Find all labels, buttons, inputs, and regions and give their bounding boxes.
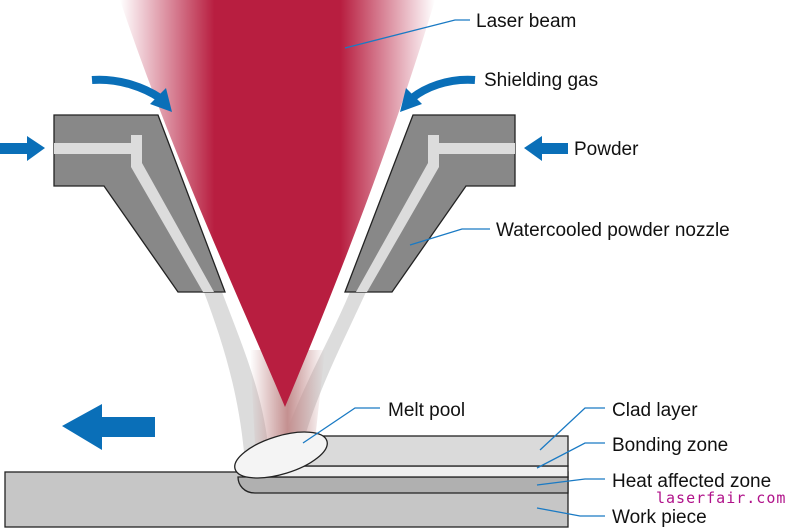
melt-pool (234, 431, 328, 479)
bonding-zone (261, 465, 569, 478)
curved-arrow-right-icon (409, 75, 476, 102)
label-heat-affected-zone: Heat affected zone (612, 471, 771, 492)
label-melt-pool: Melt pool (388, 400, 465, 421)
label-clad-layer: Clad layer (612, 400, 698, 421)
curved-arrow-left-icon (91, 75, 163, 102)
powder-stream-left (204, 292, 268, 452)
label-laser-beam: Laser beam (476, 11, 576, 32)
label-work-piece: Work piece (612, 507, 707, 528)
curved-arrow-right-head (400, 88, 422, 112)
label-nozzle: Watercooled powder nozzle (496, 220, 730, 241)
arrow-left-icon (524, 136, 568, 161)
curved-arrow-left-head (150, 88, 172, 112)
powder-arrows (0, 136, 568, 161)
label-powder: Powder (574, 139, 639, 160)
watermark: laserfair.com (656, 489, 786, 507)
shielding-gas-arrows (91, 75, 476, 112)
label-bonding-zone: Bonding zone (612, 435, 728, 456)
powder-channel-right (356, 135, 515, 292)
leader-lines (302, 19, 605, 517)
clad-layer (289, 435, 569, 467)
laser-beam (120, 0, 435, 407)
powder-channel-left (54, 135, 214, 292)
arrow-right-icon (0, 136, 45, 161)
travel-direction-arrow-icon (62, 404, 155, 450)
label-shielding-gas: Shielding gas (484, 70, 598, 91)
heat-affected-zone (237, 476, 569, 494)
